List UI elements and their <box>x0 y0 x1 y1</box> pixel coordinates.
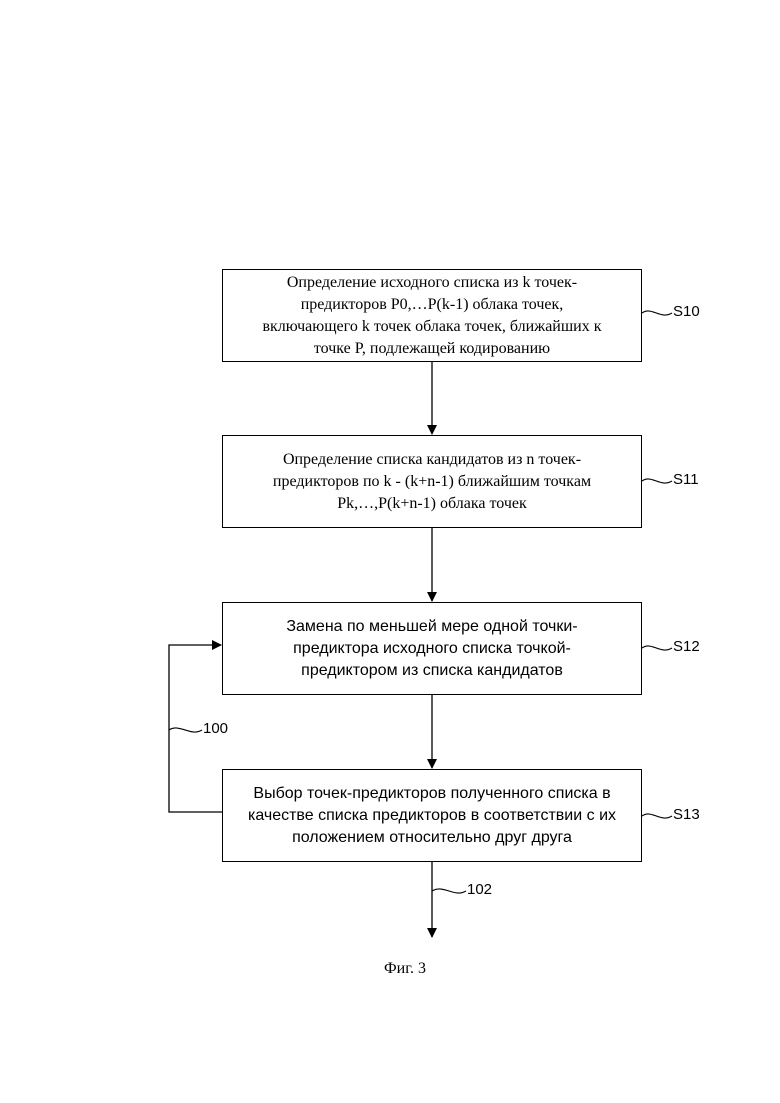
leader-s13 <box>642 814 672 818</box>
step-text-s11: Определение списка кандидатов из n точек… <box>273 449 591 515</box>
step-label-s10: S10 <box>673 303 700 320</box>
leader-s10 <box>642 311 672 315</box>
step-box-s12: Замена по меньшей мере одной точки- пред… <box>222 602 642 695</box>
leader-s12 <box>642 646 672 650</box>
loop-label: 100 <box>203 720 228 737</box>
leader-102 <box>432 889 466 893</box>
step-text-s10: Определение исходного списка из k точек-… <box>262 272 601 360</box>
step-label-s13: S13 <box>673 806 700 823</box>
step-label-s11: S11 <box>673 471 699 488</box>
leader-100 <box>169 728 202 732</box>
leader-s11 <box>642 479 672 483</box>
step-text-s12: Замена по меньшей мере одной точки- пред… <box>286 616 577 682</box>
step-label-s12: S12 <box>673 638 700 655</box>
step-text-s13: Выбор точек-предикторов полученного спис… <box>248 783 616 849</box>
figure-caption: Фиг. 3 <box>384 960 426 978</box>
step-box-s11: Определение списка кандидатов из n точек… <box>222 435 642 528</box>
output-label: 102 <box>467 881 492 898</box>
step-box-s13: Выбор точек-предикторов полученного спис… <box>222 769 642 862</box>
step-box-s10: Определение исходного списка из k точек-… <box>222 269 642 362</box>
